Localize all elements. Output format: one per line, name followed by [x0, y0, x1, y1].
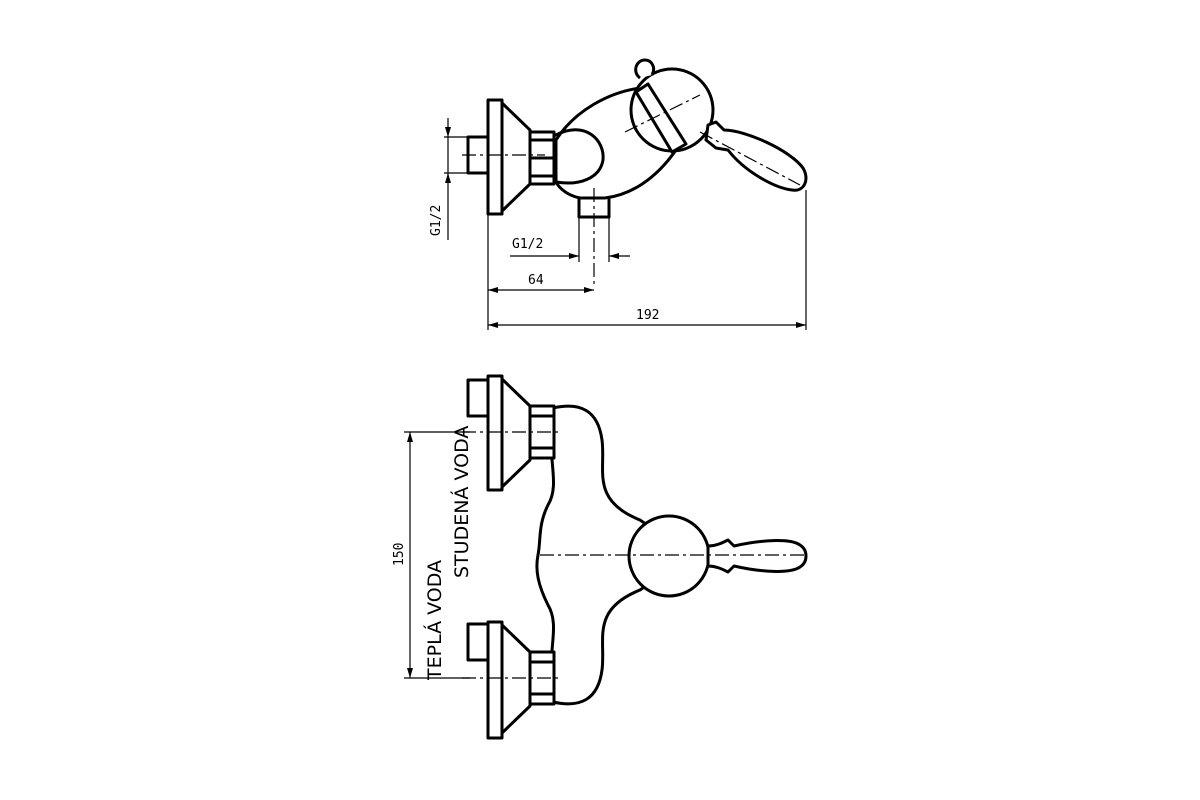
side-view: G1/2 G1/2 64 192 — [429, 58, 808, 330]
side-body-curve — [554, 128, 605, 185]
side-top-knob — [634, 58, 656, 80]
front-ball-cap — [627, 514, 711, 598]
dim-outlet-thread: G1/2 — [512, 237, 543, 252]
front-bottom-flange-cone — [500, 623, 532, 735]
front-top-wall-plate — [486, 374, 504, 492]
side-flange-cone — [500, 101, 532, 213]
dim-inlet-spacing: 150 — [392, 543, 407, 566]
front-bottom-wall-plate — [486, 620, 504, 740]
front-top-inlet-stub — [466, 378, 490, 418]
front-body — [535, 404, 692, 706]
dim-total-depth: 192 — [636, 308, 659, 323]
side-wall-plate — [486, 98, 504, 216]
label-cold-water: STUDENÁ VODA — [450, 426, 473, 578]
front-bottom-inlet-stub — [466, 622, 490, 662]
front-top-flange-cone — [500, 377, 532, 489]
label-hot-water: TEPLÁ VODA — [423, 560, 446, 681]
dim-depth-outlet: 64 — [528, 273, 544, 288]
side-cap-ring — [634, 82, 688, 154]
front-lever-handle — [706, 538, 808, 574]
front-view: 150 STUDENÁ VODA TEPLÁ VODA — [392, 374, 808, 740]
dim-inlet-thread: G1/2 — [429, 205, 444, 236]
side-lever-handle — [704, 120, 808, 192]
